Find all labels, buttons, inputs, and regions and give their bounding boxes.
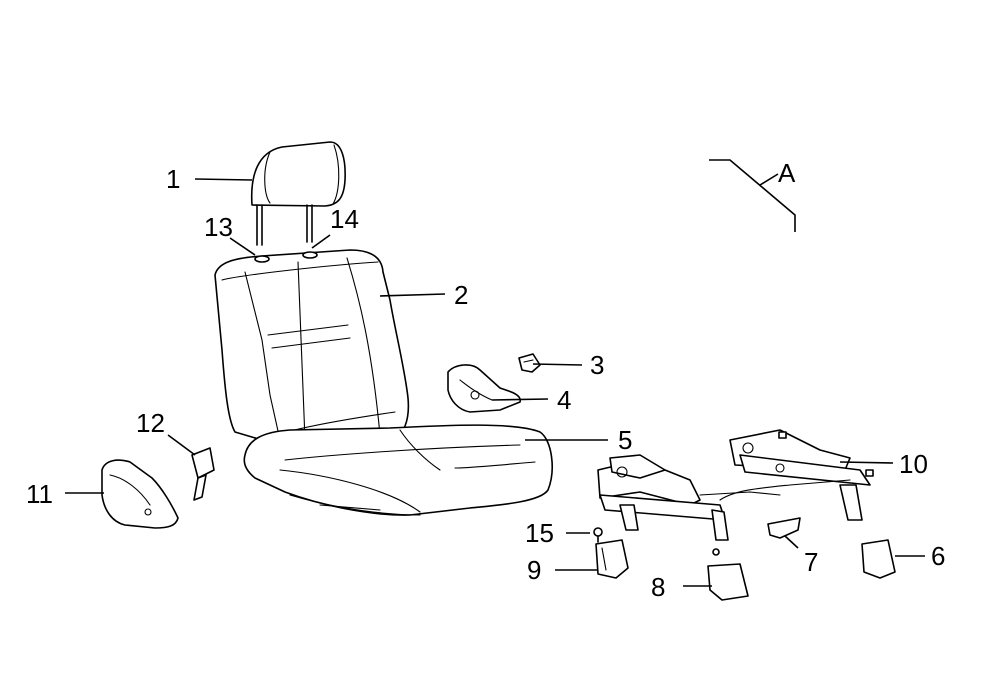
bolt-part — [593, 527, 603, 543]
callout-10: 10 — [899, 449, 928, 479]
callout-15: 15 — [525, 518, 554, 548]
view-a-indicator — [709, 159, 796, 232]
callout-9: 9 — [527, 555, 542, 585]
callout-5: 5 — [618, 425, 633, 455]
track-end-cover-part — [707, 548, 749, 601]
recliner-cover-part — [447, 364, 522, 413]
callout-2: 2 — [454, 280, 469, 310]
bracket-part — [595, 539, 629, 579]
callout-view-a: A — [778, 158, 796, 188]
side-shield-part — [101, 459, 179, 529]
callout-4: 4 — [557, 385, 572, 415]
seat-belt-buckle-part — [191, 447, 215, 501]
callout-6: 6 — [931, 541, 946, 571]
callout-8: 8 — [651, 572, 666, 602]
clip-part — [518, 353, 541, 373]
callout-12: 12 — [136, 408, 165, 438]
callout-14: 14 — [330, 204, 359, 234]
seat-track-assembly — [597, 429, 874, 541]
seat-back-part — [214, 249, 410, 452]
callout-3: 3 — [590, 350, 605, 380]
leader-lines — [65, 178, 925, 587]
small-bracket-part — [767, 517, 801, 539]
headrest-guide-parts — [254, 251, 318, 263]
headrest-part — [250, 141, 346, 246]
callout-11: 11 — [26, 479, 53, 509]
seat-cushion-part — [243, 424, 553, 516]
callout-1: 1 — [166, 164, 181, 194]
callout-13: 13 — [204, 212, 233, 242]
end-cover-part — [861, 539, 896, 579]
callout-7: 7 — [804, 547, 819, 577]
